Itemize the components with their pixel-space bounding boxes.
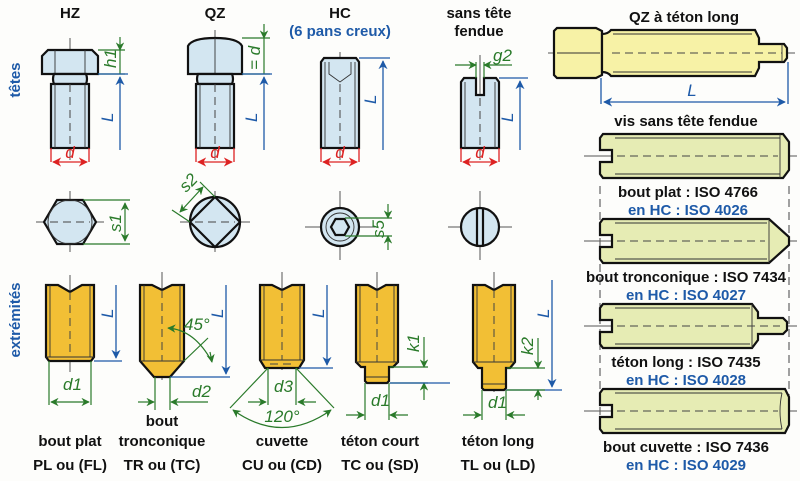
variant-2-label: bout tronconique : ISO 7434 (586, 269, 787, 286)
variant-3-label: téton long : ISO 7435 (611, 354, 760, 371)
variant-2-hc: en HC : ISO 4027 (626, 287, 746, 304)
head-hc-title: HC (329, 5, 351, 22)
vis-variant-bout-cuvette: bout cuvette : ISO 7436 en HC : ISO 4029 (584, 387, 797, 474)
head-hz-title: HZ (60, 5, 80, 22)
vis-sans-tete-title: vis sans tête fendue (614, 113, 757, 130)
dim-L: L (498, 113, 517, 122)
dim-L: L (208, 309, 227, 318)
vis-variant-bout-plat: bout plat : ISO 4766 en HC : ISO 4026 (584, 132, 797, 219)
variant-1-label: bout plat : ISO 4766 (618, 184, 758, 201)
vis-variant-teton-long: téton long : ISO 7435 en HC : ISO 4028 (584, 302, 797, 389)
dim-120deg: 120° (264, 407, 299, 426)
section-label-ends: extrémités (7, 282, 24, 357)
dim-d3: d3 (274, 377, 293, 396)
dim-d: d (210, 143, 220, 162)
dim-h1: h1 (101, 49, 120, 68)
end-bout-tronconique-name-1: bout (146, 413, 178, 430)
variant-4-hc: en HC : ISO 4029 (626, 457, 746, 474)
end-bout-plat-name: bout plat (38, 433, 101, 450)
qz-teton-title: QZ à téton long (629, 9, 739, 26)
end-bout-plat-code: PL ou (FL) (33, 457, 107, 474)
dim-45deg: 45° (184, 315, 210, 334)
dim-L: L (98, 113, 117, 122)
end-teton-long: L k2 d1 téton long TL ou (LD) (461, 272, 562, 474)
hex-head-shape (40, 48, 100, 76)
dim-L: L (98, 309, 117, 318)
dim-d1: d1 (371, 391, 390, 410)
end-teton-long-code: TL ou (LD) (461, 457, 536, 474)
dim-s5: s5 (369, 220, 388, 239)
dim-s1: s1 (106, 214, 125, 232)
head-hz: HZ d h1 L s1 (36, 5, 130, 252)
head-sans-tete-title-2: fendue (454, 23, 503, 40)
dim-k1: k1 (404, 334, 423, 352)
qz-teton-dim-L: L (687, 81, 696, 100)
dim-L: L (534, 309, 553, 318)
end-cuvette-code: CU ou (CD) (242, 457, 322, 474)
variant-4-label: bout cuvette : ISO 7436 (603, 439, 769, 456)
dim-L: L (242, 113, 261, 122)
dim-d1: d1 (63, 375, 82, 394)
head-sans-tete-fendue: sans tête fendue g2 d L (446, 5, 528, 260)
qz-teton-long: QZ à téton long L (548, 9, 795, 107)
head-sans-tete-title-1: sans tête (446, 5, 511, 22)
dim-d1: d1 (488, 393, 507, 412)
dim-d2: d2 (192, 382, 211, 401)
end-bout-tronconique-name-2: tronconique (119, 433, 206, 450)
hex-socket-icon (329, 217, 351, 237)
vis-variant-bout-tronconique: bout tronconique : ISO 7434 en HC : ISO … (584, 217, 797, 304)
variant-1-hc: en HC : ISO 4026 (628, 202, 748, 219)
dim-eq-d: = d (245, 45, 264, 70)
end-bout-tronconique: 45° L d2 bout tronconique TR ou (TC) (119, 272, 231, 474)
end-teton-court: k1 d1 téton court TC ou (SD) (341, 272, 450, 474)
dim-g2: g2 (493, 46, 512, 65)
end-teton-long-name: téton long (462, 433, 534, 450)
dim-d: d (335, 143, 345, 162)
variant-3-hc: en HC : ISO 4028 (626, 372, 746, 389)
head-qz: QZ d = d L s2 (171, 5, 272, 252)
dim-k2: k2 (518, 337, 537, 356)
dim-d: d (65, 143, 75, 162)
head-qz-title: QZ (205, 5, 226, 22)
end-bout-tronconique-code: TR ou (TC) (124, 457, 201, 474)
end-cuvette: L d3 120° cuvette CU ou (CD) (229, 272, 335, 474)
head-hc: HC (6 pans creux) d L s5 (289, 5, 393, 260)
section-label-heads: têtes (7, 62, 24, 97)
end-bout-plat: L d1 bout plat PL ou (FL) (33, 275, 122, 474)
end-teton-court-name: téton court (341, 433, 419, 450)
end-cuvette-name: cuvette (256, 433, 309, 450)
dim-d: d (475, 143, 485, 162)
slot-icon (475, 209, 485, 245)
head-hc-subtitle: (6 pans creux) (289, 23, 391, 40)
dim-L: L (361, 95, 380, 104)
end-teton-court-code: TC ou (SD) (341, 457, 418, 474)
dim-L: L (309, 309, 328, 318)
